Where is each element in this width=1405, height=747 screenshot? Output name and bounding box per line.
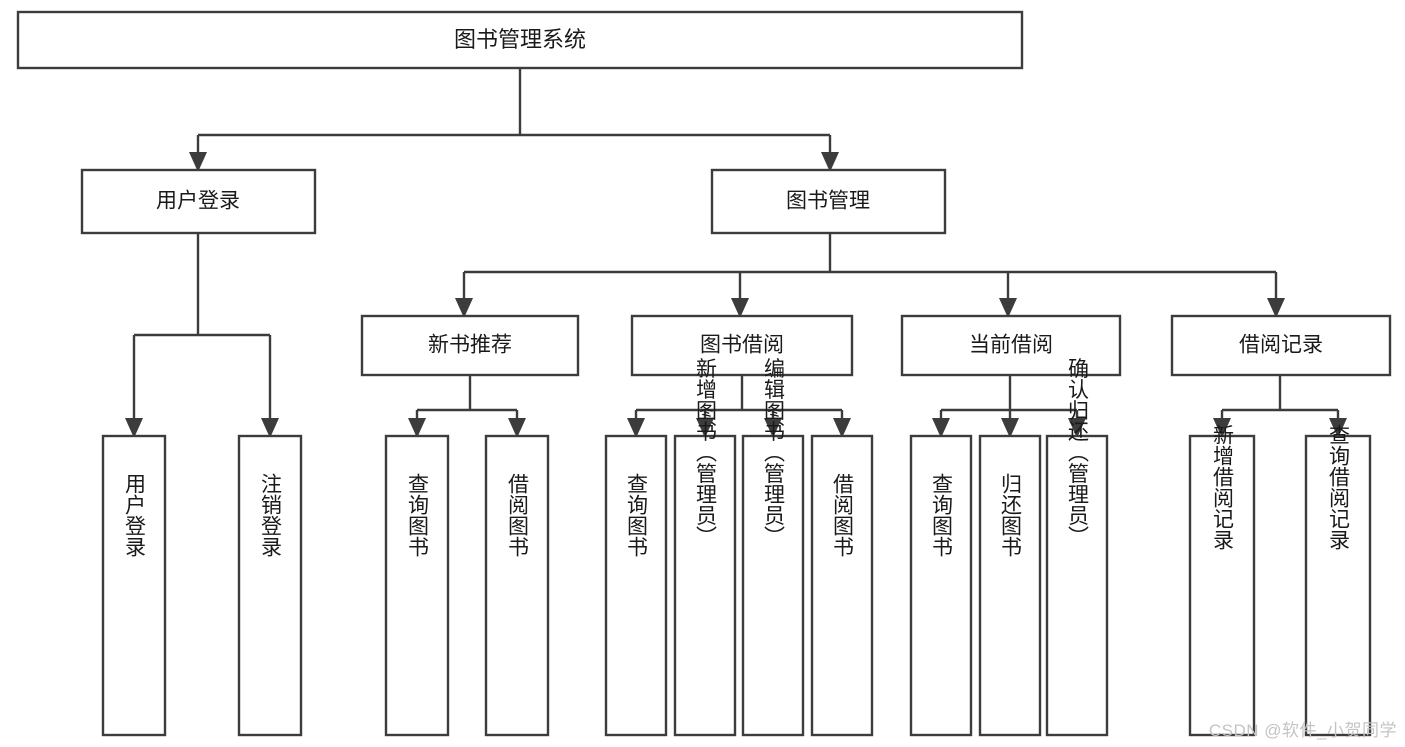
node-leaf-current-query-label: 查询图书 bbox=[930, 473, 954, 557]
node-leaf-borrow-do-box[interactable] bbox=[810, 434, 874, 737]
node-user-login-box[interactable] bbox=[80, 168, 317, 235]
node-leaf-borrow-edit-box[interactable] bbox=[741, 434, 805, 737]
node-root[interactable]: 图书管理系统 bbox=[16, 10, 1024, 70]
node-current-borrow-box[interactable] bbox=[900, 314, 1122, 377]
node-leaf-borrow-do[interactable]: 借阅图书 bbox=[810, 434, 874, 737]
node-leaf-record-query[interactable]: 查询借阅记录 bbox=[1304, 424, 1372, 737]
node-user-login-label: 用户登录 bbox=[156, 190, 240, 213]
node-book-borrow[interactable]: 图书借阅 bbox=[630, 314, 854, 377]
node-leaf-borrow-do-label: 借阅图书 bbox=[831, 473, 855, 557]
node-book-borrow-label: 图书借阅 bbox=[700, 334, 784, 357]
node-leaf-current-return[interactable]: 归还图书 bbox=[978, 434, 1042, 737]
node-current-borrow[interactable]: 当前借阅 bbox=[900, 314, 1122, 377]
node-leaf-rec-borrow[interactable]: 借阅图书 bbox=[484, 434, 550, 737]
node-leaf-rec-query-box[interactable] bbox=[384, 434, 450, 737]
node-leaf-user-login-box[interactable] bbox=[101, 434, 167, 737]
node-leaf-user-logout[interactable]: 注销登录 bbox=[237, 434, 303, 737]
node-borrow-record-label: 借阅记录 bbox=[1239, 334, 1323, 357]
node-leaf-rec-borrow-box[interactable] bbox=[484, 434, 550, 737]
node-leaf-borrow-query-box[interactable] bbox=[604, 434, 668, 737]
node-current-borrow-label: 当前借阅 bbox=[969, 334, 1053, 357]
node-leaf-rec-query[interactable]: 查询图书 bbox=[384, 434, 450, 737]
node-new-book-rec-label: 新书推荐 bbox=[428, 334, 512, 357]
node-user-login[interactable]: 用户登录 bbox=[80, 168, 317, 235]
connector-layer bbox=[125, 68, 1347, 438]
node-book-manage[interactable]: 图书管理 bbox=[710, 168, 947, 235]
node-leaf-borrow-add-box[interactable] bbox=[673, 434, 737, 737]
csdn-watermark: CSDN @软件_小贺同学 bbox=[1208, 721, 1397, 740]
node-leaf-current-query-box[interactable] bbox=[909, 434, 973, 737]
node-leaf-user-login-label: 用户登录 bbox=[123, 473, 147, 557]
node-leaf-user-login[interactable]: 用户登录 bbox=[101, 434, 167, 737]
node-leaf-record-add-label: 新增借阅记录 bbox=[1211, 424, 1235, 550]
node-leaf-record-add-box[interactable] bbox=[1188, 434, 1256, 737]
node-leaf-record-query-box[interactable] bbox=[1304, 434, 1372, 737]
node-leaf-rec-borrow-label: 借阅图书 bbox=[506, 473, 530, 557]
node-leaf-current-query[interactable]: 查询图书 bbox=[909, 434, 973, 737]
node-leaf-borrow-query-label: 查询图书 bbox=[625, 473, 649, 557]
node-leaf-record-query-label: 查询借阅记录 bbox=[1327, 424, 1351, 550]
node-leaf-current-confirm[interactable]: 确认归还（管理员） bbox=[1045, 358, 1109, 737]
node-leaf-borrow-query[interactable]: 查询图书 bbox=[604, 434, 668, 737]
node-leaf-current-return-box[interactable] bbox=[978, 434, 1042, 737]
node-root-box[interactable] bbox=[16, 10, 1024, 70]
node-book-manage-label: 图书管理 bbox=[786, 190, 870, 213]
node-leaf-borrow-add-label: 新增图书（管理员） bbox=[694, 358, 718, 547]
node-leaf-current-return-label: 归还图书 bbox=[999, 473, 1023, 557]
node-book-manage-box[interactable] bbox=[710, 168, 947, 235]
node-leaf-current-confirm-box[interactable] bbox=[1045, 434, 1109, 737]
node-leaf-user-logout-box[interactable] bbox=[237, 434, 303, 737]
node-leaf-current-confirm-label: 确认归还（管理员） bbox=[1066, 358, 1090, 547]
node-new-book-rec-box[interactable] bbox=[360, 314, 580, 377]
node-leaf-user-logout-label: 注销登录 bbox=[259, 473, 283, 557]
node-new-book-rec[interactable]: 新书推荐 bbox=[360, 314, 580, 377]
node-leaf-rec-query-label: 查询图书 bbox=[406, 473, 430, 557]
node-leaf-borrow-add[interactable]: 新增图书（管理员） bbox=[673, 358, 737, 737]
node-leaf-borrow-edit-label: 编辑图书（管理员） bbox=[762, 358, 786, 547]
node-borrow-record[interactable]: 借阅记录 bbox=[1170, 314, 1392, 377]
node-leaf-record-add[interactable]: 新增借阅记录 bbox=[1188, 424, 1256, 737]
node-root-label: 图书管理系统 bbox=[454, 27, 586, 52]
node-leaf-borrow-edit[interactable]: 编辑图书（管理员） bbox=[741, 358, 805, 737]
node-borrow-record-box[interactable] bbox=[1170, 314, 1392, 377]
node-book-borrow-box[interactable] bbox=[630, 314, 854, 377]
